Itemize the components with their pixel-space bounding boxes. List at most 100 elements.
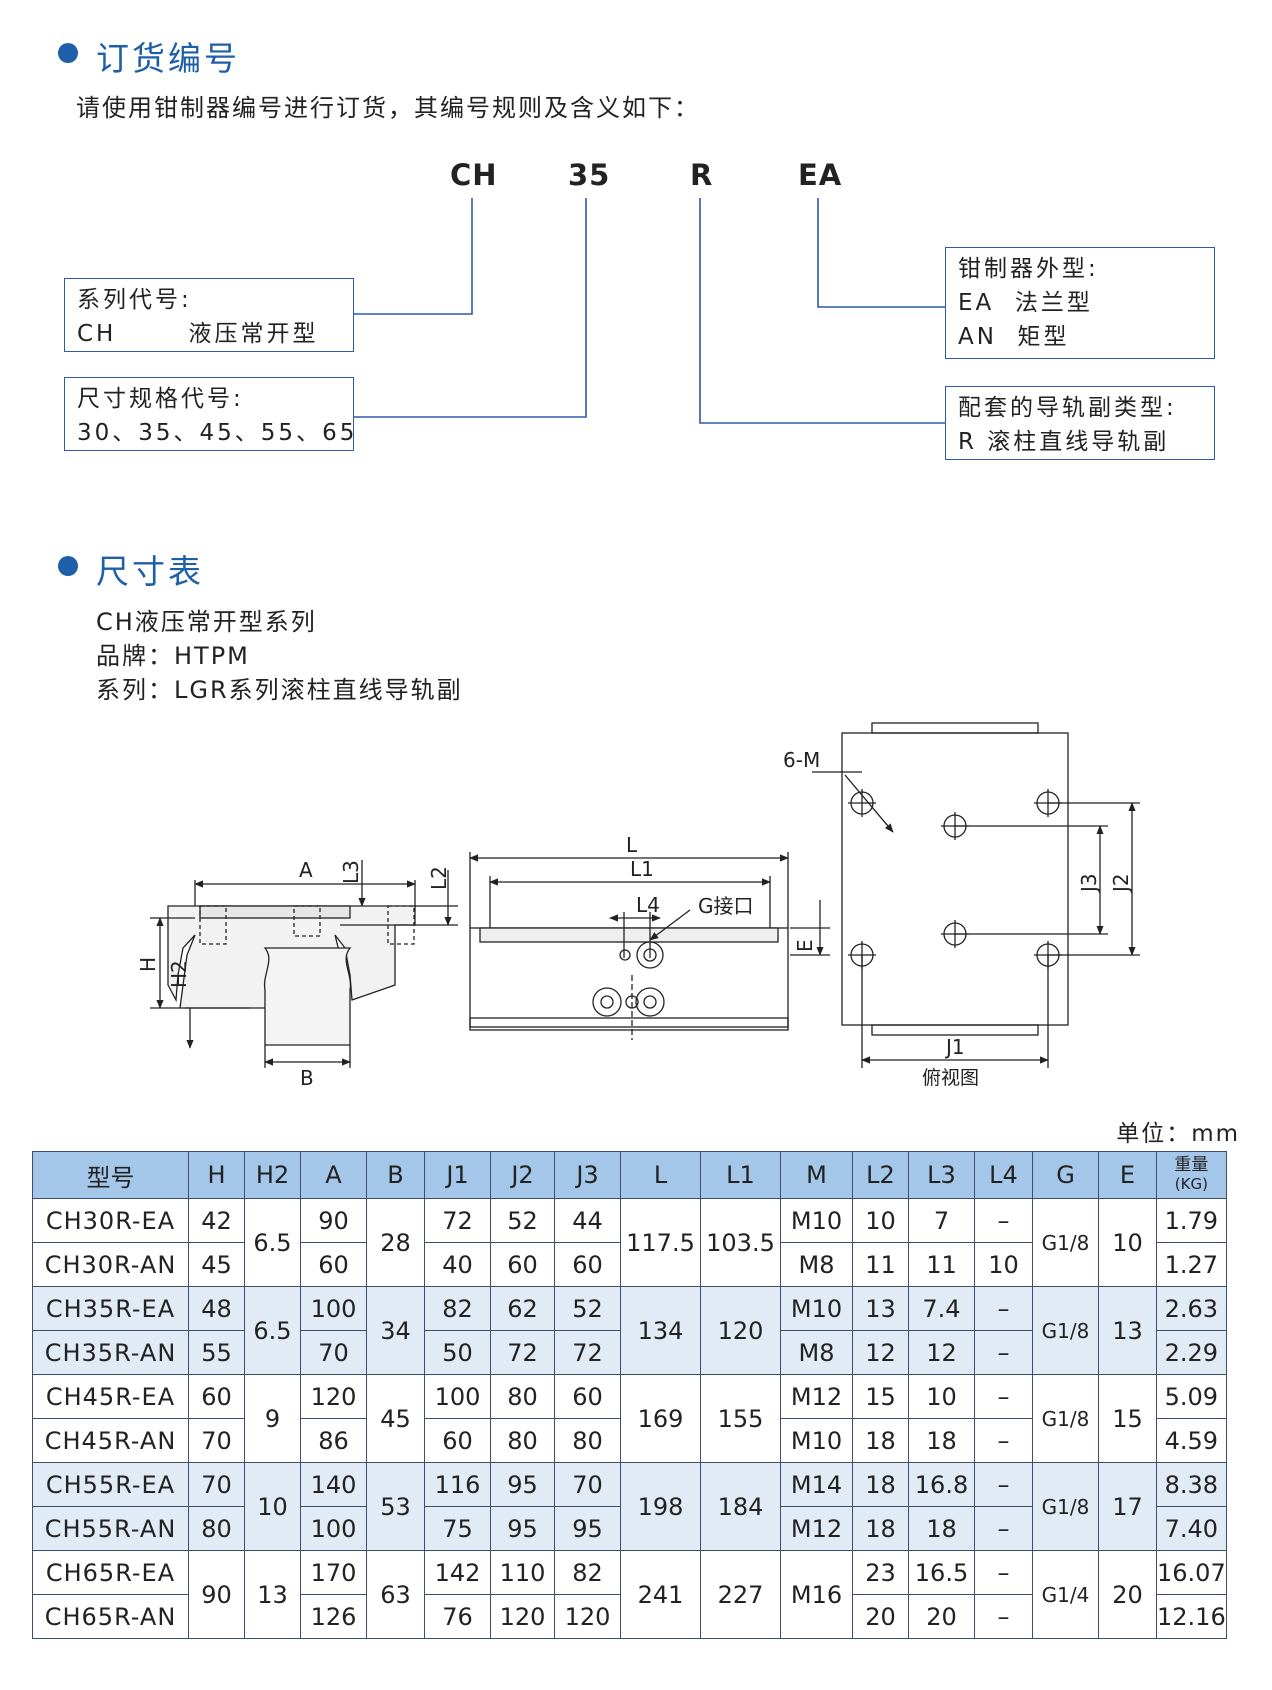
cell-l4: – bbox=[974, 1550, 1033, 1595]
cell-j1: 100 bbox=[424, 1374, 491, 1419]
header-cell: H2 bbox=[244, 1151, 301, 1199]
cell-a: 100 bbox=[300, 1506, 367, 1551]
weight-header-unit: (KG) bbox=[1174, 1175, 1208, 1193]
header-cell: H bbox=[188, 1151, 245, 1199]
cell-h: 48 bbox=[188, 1286, 245, 1331]
side-view bbox=[469, 852, 830, 1040]
cell-l2: 15 bbox=[852, 1374, 909, 1419]
cell-j2: 110 bbox=[490, 1550, 555, 1595]
cell-j3: 60 bbox=[554, 1374, 621, 1419]
top-view-caption: 俯视图 bbox=[922, 1067, 979, 1089]
header-cell: J2 bbox=[490, 1151, 555, 1199]
cell-l3: 11 bbox=[908, 1242, 975, 1287]
cell-g: G1/8 bbox=[1032, 1462, 1099, 1551]
dim-label-J1: J1 bbox=[944, 1035, 965, 1059]
cell-l3: 18 bbox=[908, 1506, 975, 1551]
header-cell: J1 bbox=[424, 1151, 491, 1199]
code-size: 35 bbox=[568, 158, 611, 192]
cell-l4: – bbox=[974, 1594, 1033, 1639]
cell-weight: 2.29 bbox=[1156, 1330, 1227, 1375]
header-cell: E bbox=[1098, 1151, 1157, 1199]
cell-g: G1/8 bbox=[1032, 1374, 1099, 1463]
cell-a: 120 bbox=[300, 1374, 367, 1419]
cell-j1: 76 bbox=[424, 1594, 491, 1639]
cell-h2: 10 bbox=[244, 1462, 301, 1551]
cell-j1: 75 bbox=[424, 1506, 491, 1551]
cell-l: 241 bbox=[620, 1550, 701, 1639]
cell-e: 15 bbox=[1098, 1374, 1157, 1463]
cell-j1: 82 bbox=[424, 1286, 491, 1331]
cell-l2: 18 bbox=[852, 1506, 909, 1551]
model-cell: CH30R-EA bbox=[32, 1198, 189, 1243]
cell-h: 55 bbox=[188, 1330, 245, 1375]
order-intro: 请使用钳制器编号进行订货，其编号规则及含义如下： bbox=[76, 94, 700, 122]
cell-m: M16 bbox=[780, 1550, 853, 1639]
cell-weight: 12.16 bbox=[1156, 1594, 1227, 1639]
model-cell: CH55R-AN bbox=[32, 1506, 189, 1551]
header-cell: L1 bbox=[700, 1151, 781, 1199]
cell-h: 45 bbox=[188, 1242, 245, 1287]
series-code-title: 系列代号: bbox=[77, 287, 192, 313]
cell-weight: 7.40 bbox=[1156, 1506, 1227, 1551]
cell-e: 13 bbox=[1098, 1286, 1157, 1375]
rail-code-box: 配套的导轨副类型: R 滚柱直线导轨副 bbox=[945, 386, 1215, 460]
rail-code-title: 配套的导轨副类型: bbox=[958, 395, 1177, 421]
model-cell: CH45R-EA bbox=[32, 1374, 189, 1419]
top-view bbox=[812, 722, 1140, 1068]
cell-l4: – bbox=[974, 1286, 1033, 1331]
cell-l4: – bbox=[974, 1506, 1033, 1551]
cell-h2: 13 bbox=[244, 1550, 301, 1639]
cell-l1: 227 bbox=[700, 1550, 781, 1639]
header-cell: L4 bbox=[974, 1151, 1033, 1199]
cell-j3: 72 bbox=[554, 1330, 621, 1375]
cell-a: 170 bbox=[300, 1550, 367, 1595]
cell-b: 45 bbox=[366, 1374, 425, 1463]
model-cell: CH35R-EA bbox=[32, 1286, 189, 1331]
cell-weight: 1.79 bbox=[1156, 1198, 1227, 1243]
cell-j1: 60 bbox=[424, 1418, 491, 1463]
cell-j2: 80 bbox=[490, 1418, 555, 1463]
cell-j1: 50 bbox=[424, 1330, 491, 1375]
cell-a: 126 bbox=[300, 1594, 367, 1639]
dim-label-B: B bbox=[300, 1066, 314, 1090]
front-view bbox=[150, 860, 458, 1068]
cell-l1: 155 bbox=[700, 1374, 781, 1463]
shape-code-line-ea: EA 法兰型 bbox=[958, 290, 1093, 316]
size-desc-rail: 系列：LGR系列滚柱直线导轨副 bbox=[96, 676, 463, 704]
size-code-title: 尺寸规格代号: bbox=[77, 386, 244, 412]
model-cell: CH45R-AN bbox=[32, 1418, 189, 1463]
cell-g: G1/8 bbox=[1032, 1198, 1099, 1287]
cell-j3: 80 bbox=[554, 1418, 621, 1463]
cell-m: M10 bbox=[780, 1198, 853, 1243]
size-code-box: 尺寸规格代号: 30、35、45、55、65 bbox=[64, 377, 354, 451]
cell-l3: 18 bbox=[908, 1418, 975, 1463]
cell-j3: 120 bbox=[554, 1594, 621, 1639]
cell-l3: 12 bbox=[908, 1330, 975, 1375]
cell-m: M10 bbox=[780, 1418, 853, 1463]
cell-a: 140 bbox=[300, 1462, 367, 1507]
cell-b: 34 bbox=[366, 1286, 425, 1375]
cell-m: M14 bbox=[780, 1462, 853, 1507]
dim-label-J3: J3 bbox=[1077, 873, 1101, 894]
cell-l2: 11 bbox=[852, 1242, 909, 1287]
code-connector-lines bbox=[354, 198, 945, 424]
cell-l2: 20 bbox=[852, 1594, 909, 1639]
cell-l: 169 bbox=[620, 1374, 701, 1463]
cell-l4: – bbox=[974, 1198, 1033, 1243]
cell-j3: 60 bbox=[554, 1242, 621, 1287]
cell-j2: 72 bbox=[490, 1330, 555, 1375]
cell-l2: 10 bbox=[852, 1198, 909, 1243]
cell-b: 63 bbox=[366, 1550, 425, 1639]
cell-weight: 5.09 bbox=[1156, 1374, 1227, 1419]
dim-label-L3: L3 bbox=[339, 860, 363, 884]
cell-weight: 1.27 bbox=[1156, 1242, 1227, 1287]
order-section-title: 订货编号 bbox=[96, 39, 240, 78]
cell-a: 60 bbox=[300, 1242, 367, 1287]
header-cell: J3 bbox=[554, 1151, 621, 1199]
cell-a: 100 bbox=[300, 1286, 367, 1331]
cell-l: 134 bbox=[620, 1286, 701, 1375]
dimension-drawing: A L3 L2 H H2 B L L1 L4 G接口 E 6-M J1 J2 J… bbox=[136, 722, 1140, 1090]
cell-a: 70 bbox=[300, 1330, 367, 1375]
